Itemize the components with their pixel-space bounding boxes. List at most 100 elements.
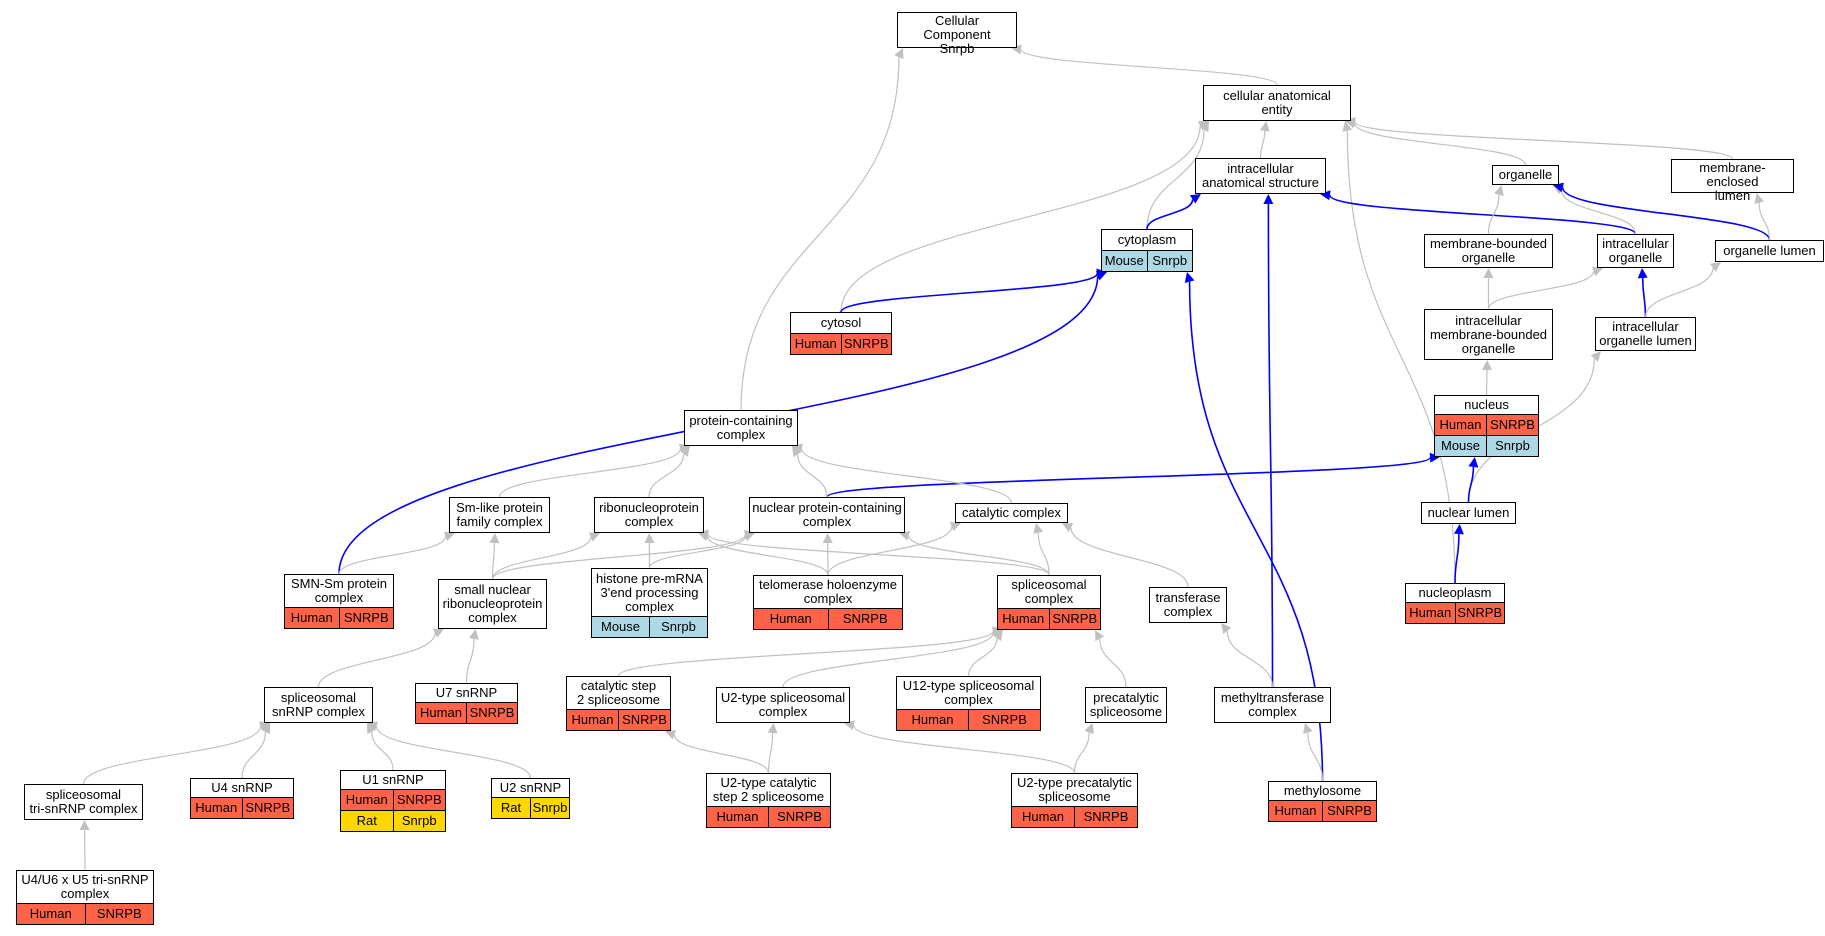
edge-methyltr-to-ias (1267, 203, 1274, 688)
arrowhead-icon (1483, 268, 1494, 278)
term-node-cae[interactable]: cellular anatomical entity (1203, 85, 1351, 121)
term-node-methyltr[interactable]: methyltransferase complex (1214, 687, 1331, 723)
edge-cytosol-to-cae (840, 125, 1201, 313)
term-label: membrane-bounded organelle (1429, 236, 1548, 265)
gene-cell: SNRPB (1074, 807, 1137, 827)
term-label: nuclear protein-containing complex (752, 500, 902, 529)
term-node-u2type[interactable]: U2-type spliceosomal complex (716, 687, 850, 723)
arrowhead-icon (1494, 185, 1504, 196)
term-node-transf[interactable]: transferase complex (1149, 587, 1227, 623)
arrowhead-icon (1263, 194, 1274, 205)
term-label: methylosome (1283, 783, 1362, 798)
edge-nucleoplasm-to-nlumen (1454, 533, 1460, 584)
arrowhead-icon (1468, 457, 1479, 468)
gene-cell: SNRPB (840, 334, 892, 354)
edge-u2type-to-splc (782, 632, 994, 688)
gene-cell: Snrpb (649, 617, 707, 637)
edge-u2-to-spsnrnp (375, 726, 532, 779)
term-label: catalytic step 2 spliceosome (576, 678, 661, 707)
term-label: cytosol (820, 315, 862, 330)
gene-cell: SNRPB (1454, 603, 1505, 623)
term-node-snrnp[interactable]: small nuclear ribonucleoprotein complex (438, 579, 547, 629)
edge-cs2-to-splc (617, 630, 994, 677)
edge-u2pre-to-precat (1073, 732, 1090, 774)
arrowhead-icon (1221, 623, 1232, 634)
edge-pcc-to-cc_root (740, 57, 900, 411)
term-label: U2-type spliceosomal complex (720, 690, 846, 719)
species-cell: Mouse (1104, 253, 1144, 268)
term-node-organelle[interactable]: organelle (1492, 165, 1559, 185)
term-label: spliceosomal tri-snRNP complex (29, 787, 138, 816)
edge-mel-to-cae (1354, 121, 1734, 160)
edge-catc-to-pcc (801, 448, 1013, 504)
edge-tri-to-spsnrnp (82, 725, 262, 785)
term-node-pcc[interactable]: protein-containing complex (684, 410, 798, 446)
term-node-tri[interactable]: spliceosomal tri-snRNP complex (24, 784, 143, 820)
gene-cell: Snrpb (1486, 436, 1538, 456)
species-cell: Human (290, 610, 333, 625)
arrowhead-icon (1590, 351, 1601, 362)
term-label: telomerase holoenzyme complex (758, 577, 898, 606)
term-node-imbo[interactable]: intracellular membrane-bounded organelle (1424, 309, 1553, 360)
term-node-smlike[interactable]: Sm-like protein family complex (449, 497, 550, 533)
term-label: U1 snRNP (362, 772, 424, 787)
arrowhead-icon (1184, 272, 1195, 283)
arrowhead-icon (1033, 523, 1044, 534)
term-node-npcc[interactable]: nuclear protein-containing complex (749, 497, 905, 533)
gene-cell: SNRPB (392, 790, 446, 810)
term-node-mbo[interactable]: membrane-bounded organelle (1424, 234, 1553, 268)
term-label: precatalytic spliceosome (1089, 690, 1163, 719)
term-label: ribonucleoprotein complex (599, 500, 699, 529)
term-node-ol[interactable]: organelle lumen (1715, 240, 1824, 262)
term-node-mel[interactable]: membrane-enclosed lumen (1671, 159, 1794, 203)
term-label: U4 snRNP (211, 780, 273, 795)
term-node-catc[interactable]: catalytic complex (955, 503, 1068, 523)
term-node-rnp[interactable]: ribonucleoprotein complex (594, 497, 704, 533)
term-label: protein-containing complex (689, 413, 793, 442)
edge-npcc-to-pcc (797, 454, 828, 498)
arrowhead-icon (261, 723, 270, 735)
arrowhead-icon (1709, 262, 1721, 272)
edge-io-to-ias (1329, 194, 1637, 235)
arrowhead-icon (1084, 723, 1094, 735)
term-node-cc_root[interactable]: Cellular Component Snrpb (897, 12, 1017, 56)
edge-telo-to-catc (827, 526, 953, 576)
term-node-spsnrnp[interactable]: spliceosomal snRNP complex (264, 687, 373, 723)
term-node-io[interactable]: intracellular organelle (1597, 234, 1674, 268)
term-node-iol[interactable]: intracellular organelle lumen (1595, 317, 1696, 351)
edge-rnp-to-pcc (648, 453, 685, 498)
term-node-precat[interactable]: precatalytic spliceosome (1085, 687, 1167, 723)
term-node-nlumen[interactable]: nuclear lumen (1421, 502, 1516, 524)
term-label: methyltransferase complex (1220, 690, 1325, 719)
term-node-histone[interactable]: histone pre-mRNA 3'end processing comple… (591, 568, 708, 638)
arrowhead-icon (367, 721, 379, 731)
term-label: Sm-like protein family complex (456, 500, 543, 529)
term-label: nucleoplasm (1418, 585, 1492, 600)
term-node-ias[interactable]: intracellular anatomical structure (1195, 158, 1326, 194)
